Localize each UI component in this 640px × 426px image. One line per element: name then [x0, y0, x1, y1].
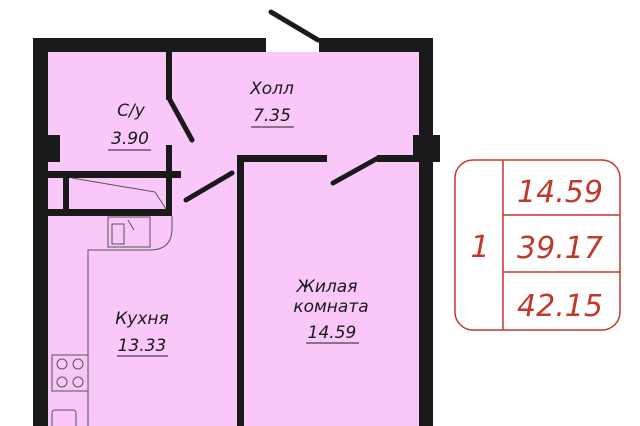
hall-name: Холл	[249, 79, 294, 99]
living-room-name-1: Жилая	[296, 277, 358, 297]
hall-area: 7.35	[253, 106, 291, 126]
rooms-count: 1	[470, 230, 489, 265]
doors	[167, 9, 381, 203]
bathroom-door	[167, 97, 195, 143]
walls	[33, 38, 440, 426]
living-area: 14.59	[517, 175, 603, 210]
room-door	[330, 155, 381, 186]
kitchen-area: 13.33	[118, 336, 167, 356]
area-legend: 1 14.59 39.17 42.15	[454, 159, 621, 331]
useful-area: 39.17	[517, 231, 603, 266]
floor-fill	[47, 52, 421, 426]
sink-icon	[107, 216, 151, 248]
bathroom-area: 3.90	[111, 129, 149, 149]
living-room-name-2: комната	[293, 297, 368, 317]
stove-icon	[51, 354, 89, 392]
bathroom-name: С/у	[117, 101, 146, 121]
kitchen-name: Кухня	[115, 309, 169, 329]
kitchen-door	[183, 170, 235, 203]
kitchen-furniture	[51, 177, 173, 426]
total-area: 42.15	[517, 289, 603, 324]
entrance-door	[268, 9, 321, 43]
living-room-area: 14.59	[308, 323, 357, 343]
